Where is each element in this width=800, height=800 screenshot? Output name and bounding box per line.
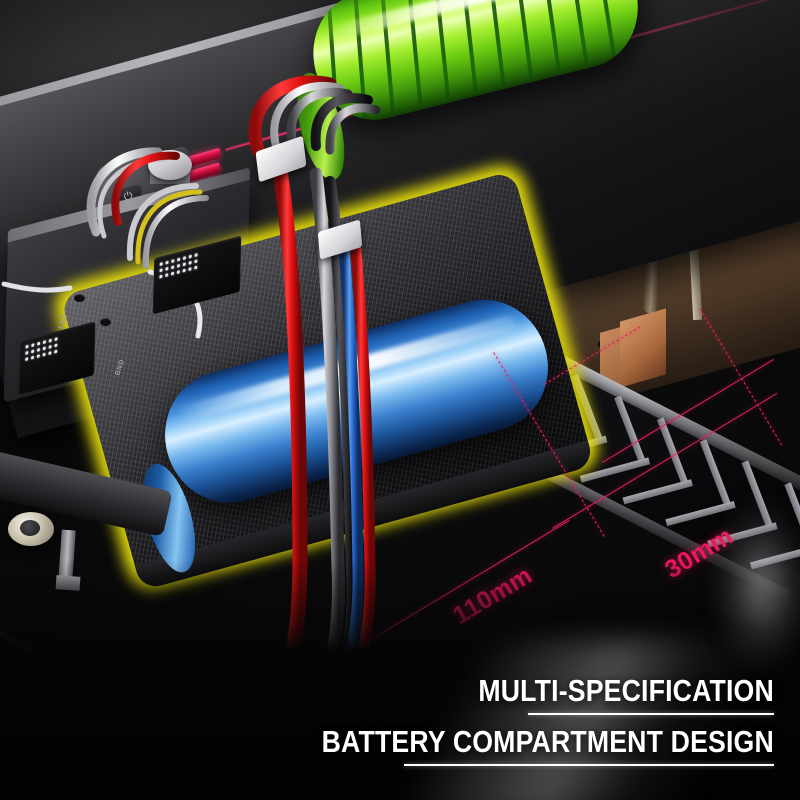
pin [188, 260, 192, 265]
pin [48, 351, 52, 356]
power-wire-red [248, 75, 337, 157]
pin [176, 263, 180, 268]
pin [171, 265, 175, 270]
dimension-tick-110mm [544, 326, 641, 385]
pin [188, 267, 192, 272]
pin [25, 350, 29, 355]
headline-line-1: MULTI-SPECIFICATION [478, 673, 774, 708]
power-wire-red [111, 151, 180, 226]
pin [182, 256, 186, 261]
board-mount-hole [100, 318, 111, 326]
pin [165, 273, 169, 278]
pin-grid [25, 337, 58, 362]
pin [48, 344, 52, 349]
pin [177, 257, 181, 262]
pin [25, 344, 29, 349]
pin [194, 259, 198, 264]
pin [42, 340, 46, 345]
pin [194, 265, 198, 270]
dimension-extension-right [699, 308, 783, 446]
pin [194, 253, 198, 258]
signal-wire-white [142, 195, 209, 269]
signal-wire-white [1, 281, 73, 293]
pin [36, 354, 40, 359]
pin [182, 268, 186, 273]
pin [159, 268, 163, 273]
headline-rule-2 [404, 764, 774, 766]
signal-wire-gray [126, 183, 199, 261]
pin [31, 343, 35, 348]
pin [159, 262, 163, 267]
signal-wire-yellow [135, 189, 203, 265]
right-edge-glow [690, 470, 800, 700]
pin [182, 262, 186, 267]
signal-wire-gray [325, 103, 381, 155]
pin [31, 349, 35, 354]
pin [42, 346, 46, 351]
pin [165, 266, 169, 271]
pin [30, 355, 34, 360]
pin [37, 341, 41, 346]
pin [54, 343, 58, 348]
pin [171, 271, 175, 276]
pin [36, 347, 40, 352]
board-mount-hole [74, 294, 85, 302]
power-wire-black [310, 93, 373, 151]
pin [54, 337, 58, 342]
pin [42, 352, 46, 357]
pin [159, 274, 163, 279]
pin [188, 254, 192, 259]
pin [171, 259, 175, 264]
signal-wire-gray [286, 87, 353, 145]
bottom-fade [0, 560, 800, 800]
signal-wire-white [270, 81, 344, 150]
pin [48, 338, 52, 343]
pin [165, 260, 169, 265]
hub-screw [20, 520, 40, 536]
signal-wire-white [86, 147, 163, 237]
headline-line-2: BATTERY COMPARTMENT DESIGN [321, 724, 774, 759]
pin [25, 357, 29, 362]
headline-rule-1 [528, 713, 774, 715]
pin [176, 270, 180, 275]
headline-block: MULTI-SPECIFICATION BATTERY COMPARTMENT … [248, 675, 774, 766]
headline-backlight [330, 640, 750, 800]
pin [54, 349, 58, 354]
pin-grid [159, 253, 198, 279]
